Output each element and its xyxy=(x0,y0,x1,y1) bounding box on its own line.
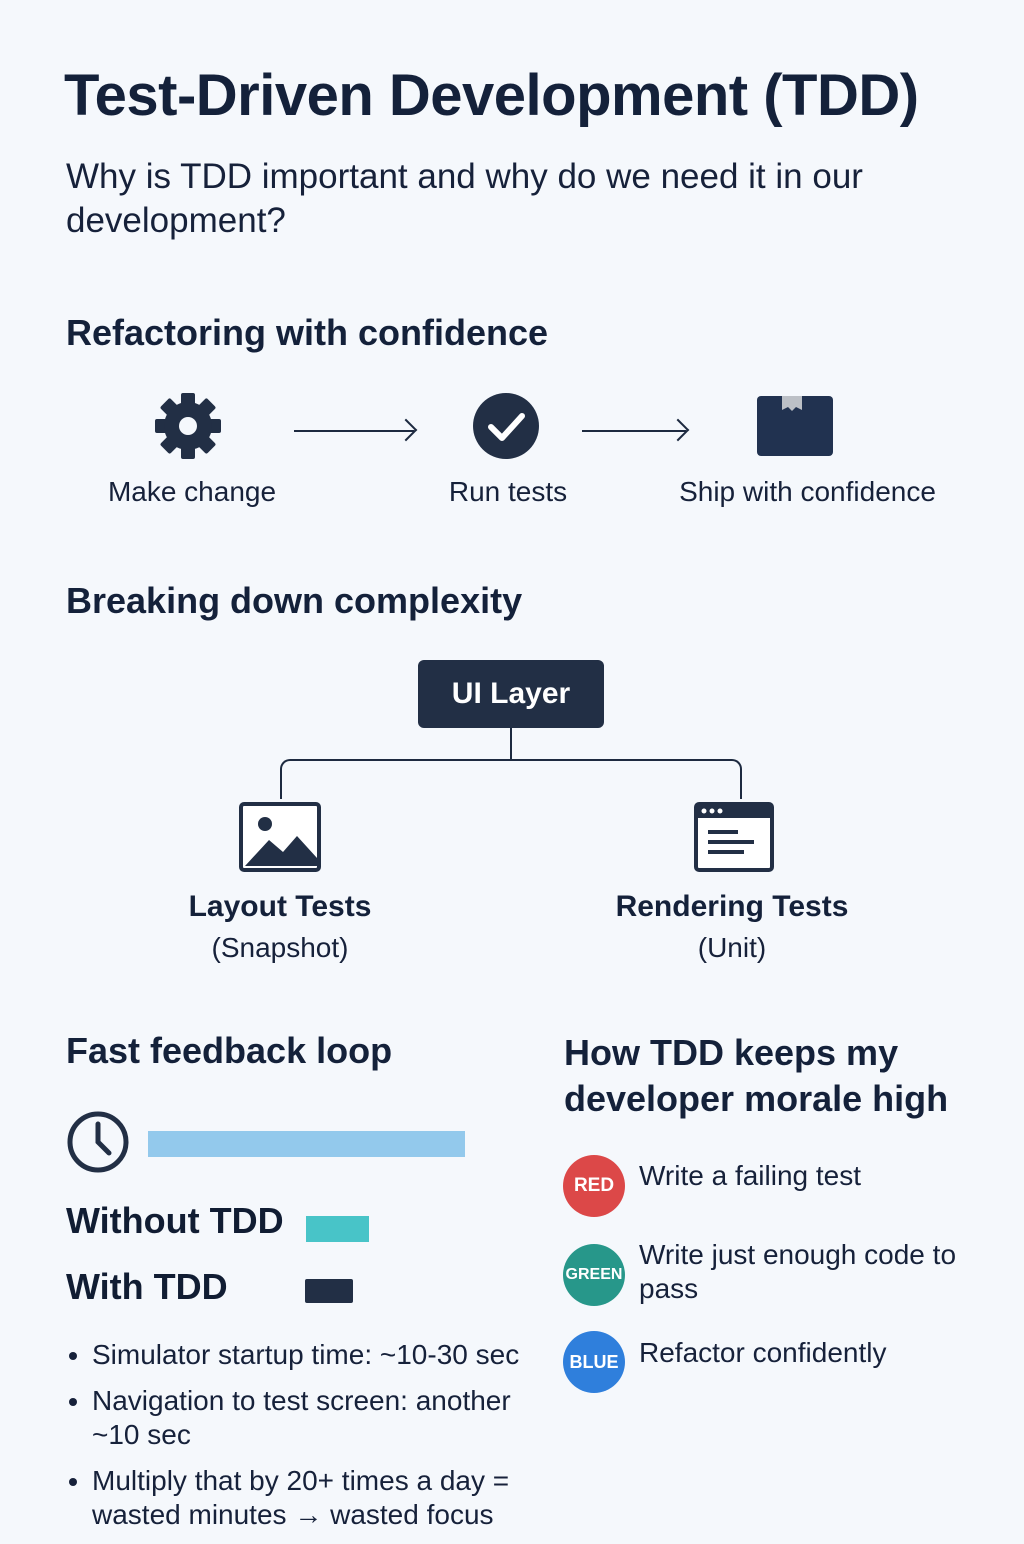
arrow-icon xyxy=(294,430,414,432)
morale-heading: How TDD keeps my developer morale high xyxy=(564,1032,949,1119)
green-badge: GREEN xyxy=(563,1244,625,1306)
blue-badge: BLUE xyxy=(563,1331,625,1393)
box-icon xyxy=(757,396,833,456)
layout-tests-subtitle: (Snapshot) xyxy=(211,932,349,963)
layout-tests-title: Layout Tests xyxy=(188,890,372,923)
step-label: Run tests xyxy=(448,476,568,507)
rendering-tests-subtitle: (Unit) xyxy=(697,932,767,963)
page-subtitle: Why is TDD important and why do we need … xyxy=(66,157,863,240)
connector-line xyxy=(280,759,742,799)
bullet-item: Multiply that by 20+ times a day = waste… xyxy=(66,1464,546,1532)
ui-layer-node: UI Layer xyxy=(418,660,604,728)
time-bar-baseline xyxy=(148,1131,465,1157)
gear-icon xyxy=(155,393,221,459)
time-bar-without-tdd xyxy=(306,1216,369,1242)
clock-icon xyxy=(67,1111,129,1173)
bullet-item: Navigation to test screen: another ~10 s… xyxy=(66,1384,546,1452)
step-label: Make change xyxy=(107,476,277,507)
complexity-heading: Breaking down complexity xyxy=(66,580,523,621)
time-bar-with-tdd xyxy=(305,1279,353,1303)
feedback-bullets: Simulator startup time: ~10-30 sec Navig… xyxy=(66,1338,546,1544)
step-label: Ship with confidence xyxy=(679,476,936,507)
without-tdd-label: Without TDD xyxy=(66,1200,284,1241)
arrow-icon xyxy=(582,430,686,432)
refactoring-heading: Refactoring with confidence xyxy=(66,312,549,353)
check-circle-icon xyxy=(473,393,539,459)
morale-step-text: Write a failing test xyxy=(639,1160,862,1191)
morale-step-text: Write just enough code to pass xyxy=(639,1239,957,1304)
bullet-item: Simulator startup time: ~10-30 sec xyxy=(66,1338,546,1372)
connector-line xyxy=(510,728,512,760)
with-tdd-label: With TDD xyxy=(66,1266,228,1307)
feedback-heading: Fast feedback loop xyxy=(66,1030,393,1071)
image-icon xyxy=(239,802,321,872)
morale-step-text: Refactor confidently xyxy=(639,1337,887,1368)
page-title: Test-Driven Development (TDD) xyxy=(64,63,919,128)
red-badge: RED xyxy=(563,1155,625,1217)
rendering-tests-title: Rendering Tests xyxy=(615,890,849,923)
browser-window-icon xyxy=(694,802,774,872)
